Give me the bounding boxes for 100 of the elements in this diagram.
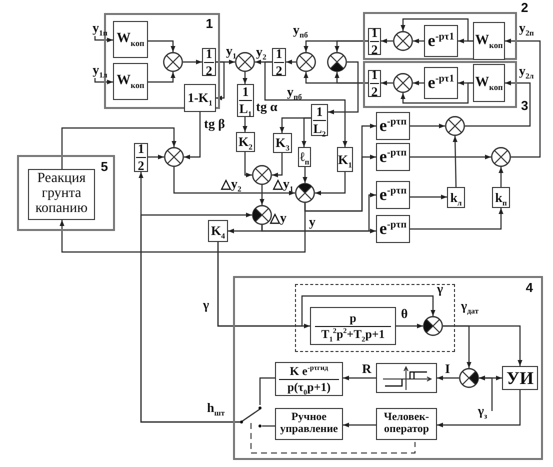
block-label: 2 [204,64,214,78]
summing-junction [393,73,413,93]
arrow [242,117,248,132]
block-label: УИ [505,368,535,388]
transfer-block [273,133,292,153]
arrow [334,72,368,84]
arrow [334,40,368,52]
transfer-block [368,70,381,97]
transfer-block [202,48,216,76]
relay-block [376,363,437,393]
arrow [261,225,376,234]
block-label: 1-K$_{1}$ [186,91,214,105]
block-label: k$_{л}$ [449,190,463,204]
block-label: e$^{-pτп}$ [378,117,408,135]
arrow [61,127,176,169]
subsystem-frame [233,276,543,460]
frame-number: 1 [206,17,213,31]
transfer-block [473,22,505,60]
arrow [184,112,201,160]
arrow [173,167,295,196]
switch-symbol [240,405,262,428]
transfer-block [424,67,458,99]
transfer-block [473,64,505,102]
block-label: 1 [204,46,214,60]
arrow [400,82,473,104]
arrow [304,154,376,212]
summing-junction [235,52,255,72]
transfer-block [184,84,216,112]
block-label: W$_{коп}$ [474,34,504,48]
arrow [148,154,164,160]
signal-label: h$_{шт}$ [207,401,225,414]
signal-label: γ$_{з}$ [476,404,488,418]
block-label: e$^{-pτп}$ [378,220,408,238]
transfer-block [113,21,148,58]
arrow [479,376,493,411]
block-label: T$_{1}$$^{2}$p$^{2}$+T$_{2}$p+1 [320,328,386,340]
arrow [94,78,113,84]
transfer-block [134,143,148,172]
block-label: K$_{3}$ [274,136,291,150]
dashed-outline [295,284,455,352]
arrow [343,422,376,428]
signal-label: R [362,362,372,375]
block-label: K$_{4}$ [210,224,226,238]
transfer-block [376,181,410,209]
arrow [413,38,424,44]
summing-junction [295,183,315,203]
block-label: e$^{-pτ1}$ [426,74,456,92]
arrow [498,167,504,187]
signal-label: y$_{пб}$ [293,23,308,36]
arrow [140,212,252,423]
signal-label: θ [401,307,408,320]
block-label: 1 [136,142,146,156]
arrow [400,18,473,42]
transfer-block [237,84,254,117]
signal-label: I [445,362,450,375]
arrow [452,136,458,188]
signal-label: tg β [204,117,225,130]
arrow [264,61,348,147]
block-label: 1 [370,68,379,82]
block-label: 1 [370,26,379,40]
signal-label: γ [203,298,210,311]
transfer-block [298,147,311,167]
arrow [381,38,393,44]
arrow [465,80,531,127]
arrow [413,80,424,86]
arrow [381,80,393,86]
transfer-block [28,169,95,220]
summing-junction [163,52,183,72]
summing-junction [296,52,316,72]
signal-label: y$_{2л}$ [519,64,534,77]
arrow [443,325,472,368]
block-label: p(τ$_{0}$p+1) [286,380,332,394]
arrow [410,194,447,200]
block-label: 2 [136,159,146,173]
frame-number: 2 [521,1,528,15]
arrow [302,117,311,147]
transfer-block [376,112,410,140]
summing-junction [445,116,465,136]
arrow [302,167,308,183]
arrow [148,72,176,83]
arrow [216,61,225,100]
arrow [260,185,264,205]
block-label: e$^{-pτп}$ [378,186,408,204]
transfer-block [208,220,228,242]
block-label: 1 [241,85,250,99]
block-label: Человек-оператор [382,412,430,436]
arrow [410,208,504,230]
transfer-block [376,143,410,171]
signal-label: △y$_{1}$ [273,177,294,190]
transfer-block [424,25,458,57]
arrow [244,152,252,178]
arrow [410,124,445,128]
arrow [242,72,248,84]
transfer-block [310,307,396,345]
arrow [328,61,359,114]
transfer-block [368,28,381,55]
arrow [396,324,423,328]
arrow [148,40,176,52]
arrow [60,203,306,253]
signal-label: y [309,215,316,228]
